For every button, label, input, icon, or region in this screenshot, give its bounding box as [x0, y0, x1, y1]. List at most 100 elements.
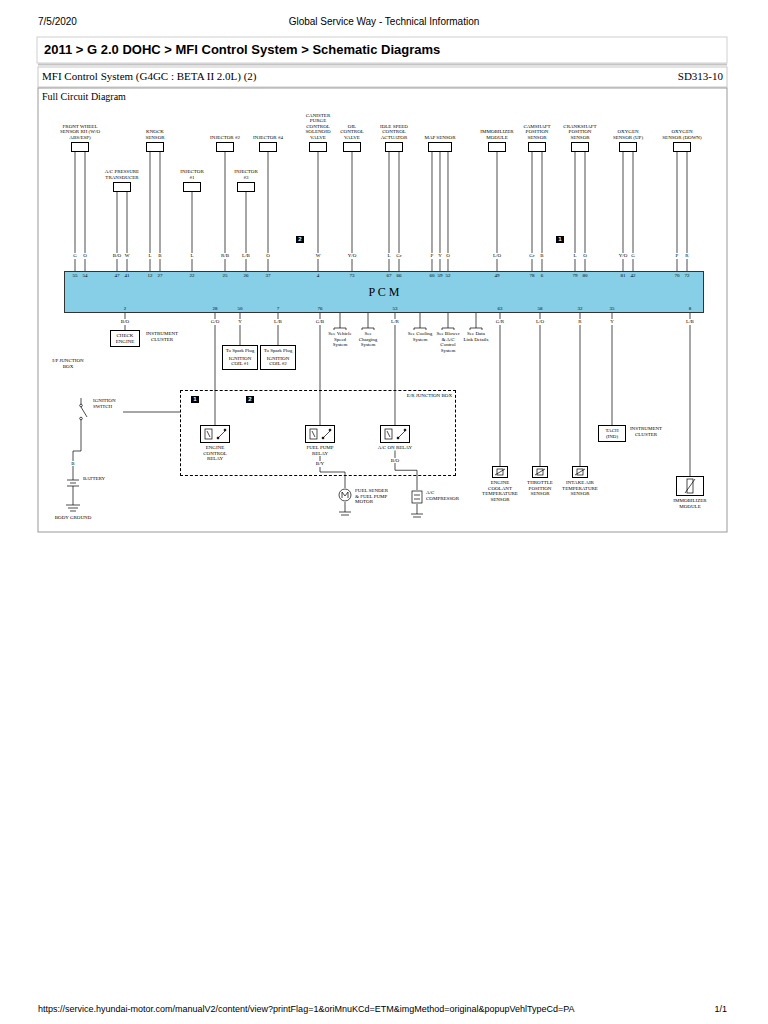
component-label: A/C ON RELAY: [378, 445, 412, 451]
warning-lamp-box: CHECK ENGINEINSTRUMENT CLUSTER: [110, 330, 140, 347]
gauge-box: TACH (IND)INSTRUMENT CLUSTER: [598, 425, 626, 442]
label-holder: See Data Link Details: [463, 331, 489, 342]
wire-color-label: Y/O: [347, 253, 358, 259]
callout-number: 1: [191, 396, 198, 403]
label-holder: Global Service Way - Technical Informati…: [289, 16, 480, 28]
relay-drawing: [306, 426, 334, 442]
wire-color-label: L/B: [685, 319, 695, 325]
wire-color-label: Y: [437, 253, 443, 259]
connector-symbol: [343, 142, 361, 152]
diagram-code: SD313-10: [678, 70, 723, 83]
wire-color-label: Y: [609, 319, 615, 325]
label-holder: SD313-10: [678, 70, 723, 83]
wire-label-holder: O: [82, 253, 88, 259]
pin-number: 63: [498, 306, 503, 312]
pin-number: 78: [530, 273, 535, 279]
label-holder: 32: [578, 306, 583, 312]
component-label: BATTERY: [83, 476, 105, 482]
page-number: 1/1: [714, 1004, 727, 1015]
wire-label-holder: Gr: [395, 253, 402, 259]
connector-symbol: [428, 142, 452, 152]
wire-label-holder: B/O: [390, 458, 400, 464]
component-label: FUEL PUMP RELAY: [302, 445, 338, 456]
wire: [690, 313, 691, 476]
battery-symbol: [66, 476, 80, 490]
reference-note: See Blower & A/C Control System: [435, 331, 461, 353]
label-holder: 52: [445, 273, 450, 279]
wire-label-holder: L: [147, 253, 152, 259]
label-holder: 25: [223, 273, 228, 279]
wire-label-holder: Y: [237, 319, 243, 325]
wire-color-label: L: [147, 253, 152, 259]
wire-color-label: G/R: [495, 319, 505, 325]
ground-bar: [341, 515, 349, 516]
wire-label-holder: G/B: [315, 319, 325, 325]
wire-label-holder: G: [630, 253, 636, 259]
wire-color-label: B/O: [120, 319, 130, 325]
label-holder: 76: [318, 306, 323, 312]
wire-color-label: Gr: [395, 253, 402, 259]
pin-number: 25: [223, 273, 228, 279]
wire-color-label: P: [675, 253, 680, 259]
junction-label: I/P JUNCTION BOX: [48, 358, 88, 369]
label-holder: 1: [556, 236, 563, 243]
wire-color-label: P: [430, 253, 435, 259]
actuator-connector: IDLE SPEED CONTROL ACTUATOR: [375, 124, 413, 153]
component-label: IMMOBILIZER MODULE: [479, 129, 515, 140]
sensor-connector: CAMSHAFT POSITION SENSOR: [519, 124, 555, 153]
pin-number: 49: [495, 273, 500, 279]
wire-color-label: O: [582, 253, 588, 259]
diagram-frame: [38, 88, 727, 532]
pin-number: 52: [445, 273, 450, 279]
wire-label-holder: G: [72, 253, 78, 259]
pin-number: 80: [583, 273, 588, 279]
label-holder: 37: [266, 273, 271, 279]
sensor-connector: FRONT WHEEL SENSOR RH (W/O ABS/ESP): [60, 124, 100, 153]
connector-symbol: [385, 142, 403, 152]
diagram-subtitle: Full Circuit Diagram: [42, 91, 126, 103]
sensor-connector: CRANKSHAFT POSITION SENSOR: [560, 124, 600, 153]
connector-symbol: [259, 142, 277, 152]
wire: [127, 192, 128, 271]
pin-number: 7: [277, 306, 280, 312]
label-holder: I/P JUNCTION BOX: [48, 358, 88, 369]
wire-color-label: L: [189, 253, 194, 259]
wire-label-holder: G/R: [495, 319, 505, 325]
pin-number: 79: [573, 273, 578, 279]
wire-label-holder: B: [70, 461, 75, 467]
reference-leads: [334, 313, 482, 330]
label-holder: 54: [83, 273, 88, 279]
wire-color-label: B/O: [112, 253, 122, 259]
sensor-connector: A/C PRESSURE TRANSDUCER: [104, 169, 140, 192]
wire-label-holder: L: [572, 253, 577, 259]
component-label: INSTRUMENT CLUSTER: [142, 331, 182, 342]
pin-number: 66: [397, 273, 402, 279]
label-holder: See Vehicle Speed System: [327, 331, 353, 348]
component-label: A/C PRESSURE TRANSDUCER: [104, 169, 140, 180]
pin-number: 50: [238, 306, 243, 312]
pin-number: 72: [685, 273, 690, 279]
valve-connector: CANISTER PURGE CONTROL SOLENOID VALVE: [303, 113, 334, 153]
label-holder: BODY GROUND: [55, 515, 92, 521]
wire-color-label: L/O: [492, 253, 502, 259]
pin-number: 76: [318, 306, 323, 312]
label-holder: 50: [238, 306, 243, 312]
wire-color-label: G/O: [210, 319, 221, 325]
wire: [612, 313, 613, 425]
wire-label-holder: L/B: [241, 253, 251, 259]
wire-color-label: L/B: [273, 319, 283, 325]
wire-label-holder: Y: [609, 319, 615, 325]
relay-drawing: [381, 426, 409, 442]
label-holder: 8: [689, 306, 692, 312]
label-holder: 49: [495, 273, 500, 279]
ground-bar: [66, 505, 80, 506]
section-bar: [38, 67, 727, 87]
component-label: ENGINE COOLANT TEMPERATURE SENSOR: [480, 480, 520, 502]
relay-box: A/C ON RELAY: [378, 425, 412, 451]
pin-number: 70: [675, 273, 680, 279]
component-label: IDLE SPEED CONTROL ACTUATOR: [375, 124, 413, 141]
pin-number: 42: [631, 273, 636, 279]
sensor-connector: KNOCK SENSOR: [140, 129, 170, 152]
pin-number: 60: [429, 273, 434, 279]
